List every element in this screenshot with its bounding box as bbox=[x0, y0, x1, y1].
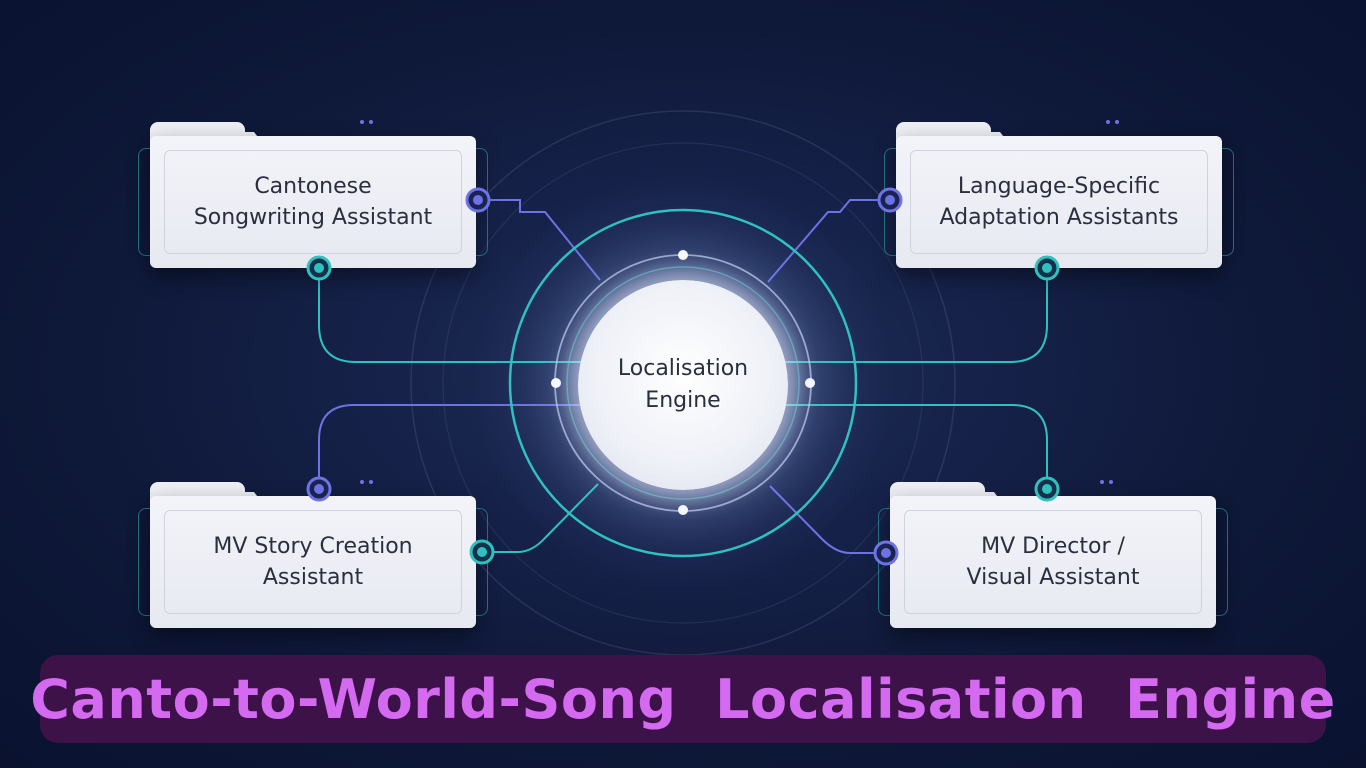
card-label: Language-Specific Adaptation Assistants bbox=[939, 174, 1179, 230]
connector-bl-teal bbox=[482, 483, 599, 553]
card-mv-director: MV Director / Visual Assistant bbox=[878, 480, 1228, 628]
localisation-engine-hub: Localisation Engine bbox=[578, 280, 788, 490]
connector-br-teal bbox=[748, 404, 1048, 488]
card-dots bbox=[1100, 480, 1120, 484]
card-label: MV Director / Visual Assistant bbox=[966, 534, 1140, 590]
connector-tr-teal bbox=[748, 268, 1048, 363]
card-language-adaptation: Language-Specific Adaptation Assistants bbox=[884, 120, 1234, 268]
card-dots bbox=[360, 120, 380, 124]
connector-bl-violet bbox=[318, 404, 620, 488]
ring-inner-teal bbox=[566, 266, 800, 500]
connector-tl-violet bbox=[478, 199, 601, 281]
ring-dot-right bbox=[805, 378, 815, 388]
card-dots bbox=[1106, 120, 1126, 124]
ring-dot-top bbox=[678, 250, 688, 260]
title-banner: Canto-to-World-Song Localisation Engine bbox=[30, 655, 1335, 743]
ring-dot-bottom bbox=[678, 505, 688, 515]
card-cantonese-songwriting: Cantonese Songwriting Assistant bbox=[138, 120, 488, 268]
card-dots bbox=[360, 480, 380, 484]
connector-tr-violet bbox=[767, 199, 890, 283]
outer-ring-faint-2 bbox=[442, 142, 924, 624]
ring-outer-teal bbox=[508, 208, 858, 558]
connector-br-violet bbox=[769, 485, 886, 554]
connector-tl-teal bbox=[318, 268, 620, 363]
banner-title: Canto-to-World-Song Localisation Engine bbox=[30, 667, 1336, 731]
hub-label: Localisation Engine bbox=[617, 356, 749, 413]
card-mv-story-creation: MV Story Creation Assistant bbox=[138, 480, 488, 628]
ring-dot-left bbox=[551, 378, 561, 388]
card-label: Cantonese Songwriting Assistant bbox=[193, 174, 433, 230]
card-label: MV Story Creation Assistant bbox=[213, 534, 413, 590]
